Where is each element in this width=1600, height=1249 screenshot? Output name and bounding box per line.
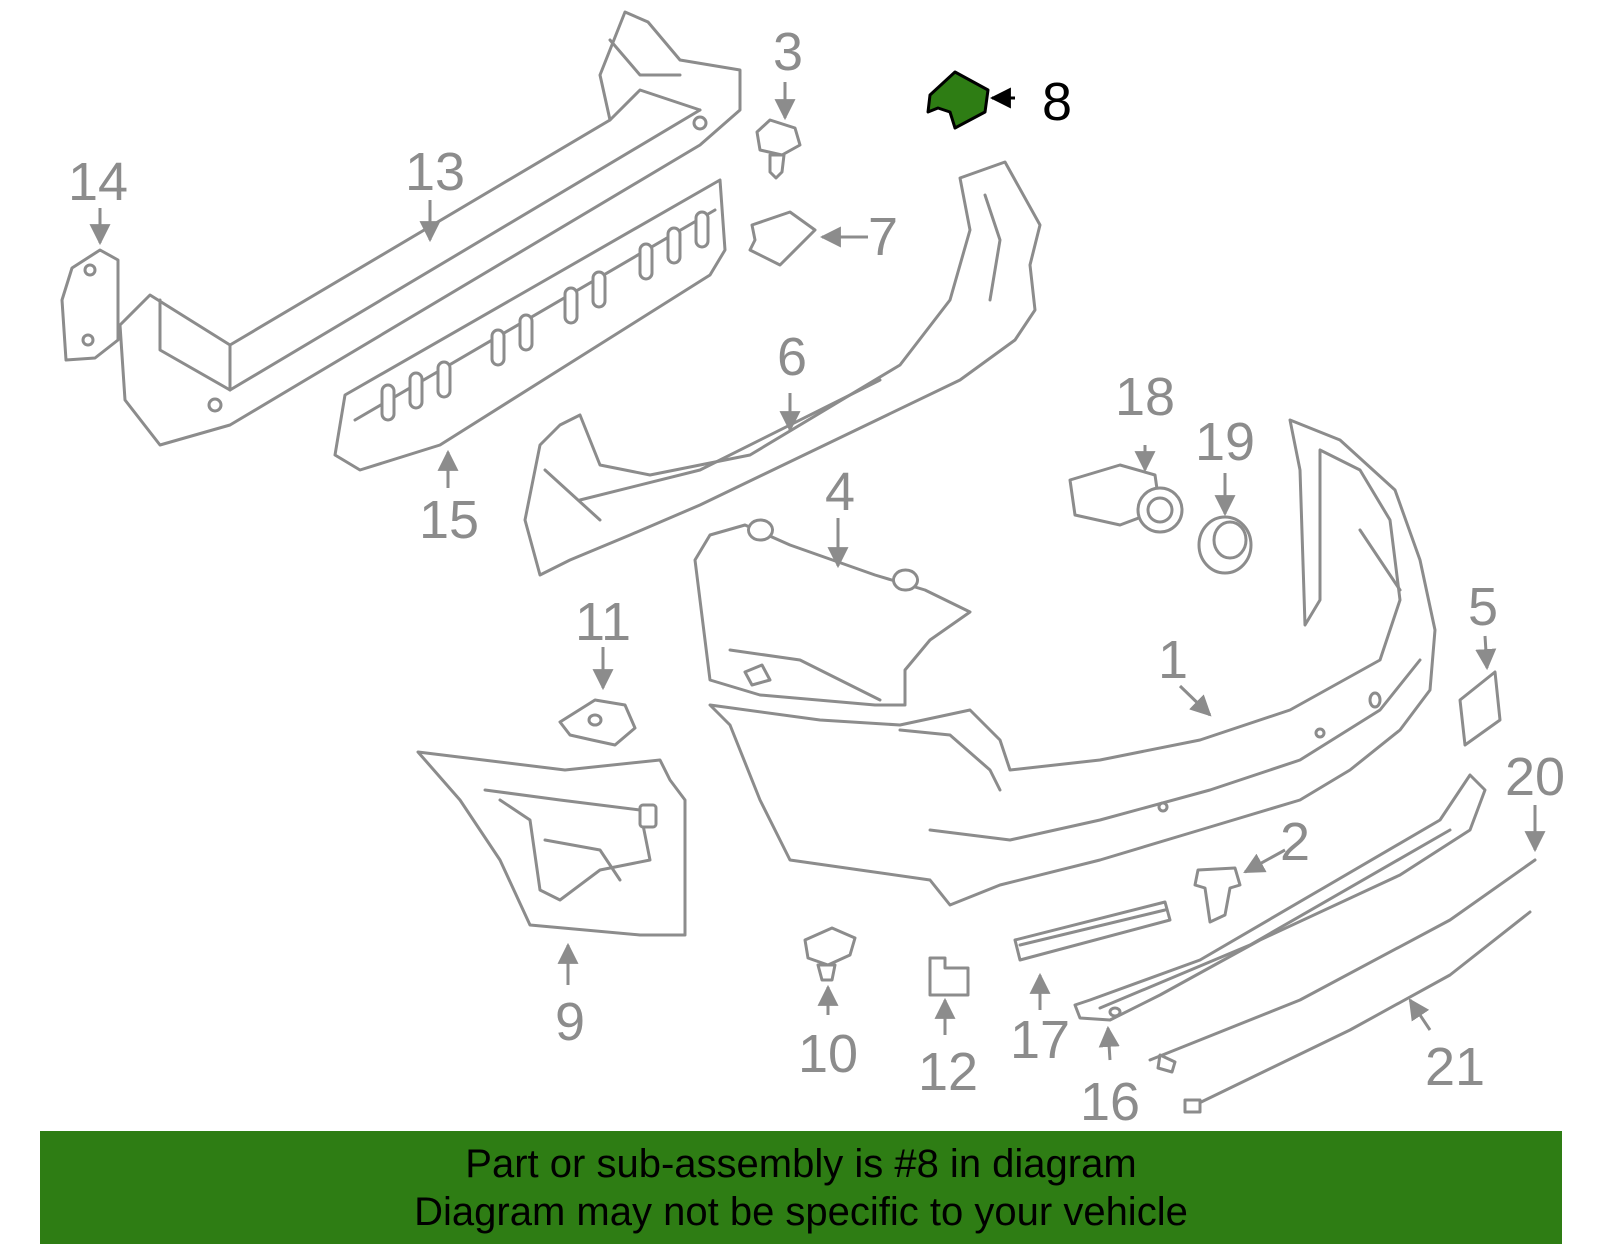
part-17-trim-strip (1013, 900, 1172, 962)
part-1-bumper-cover (708, 418, 1437, 907)
callout-leaders (89, 82, 1546, 1061)
callout-21: 21 (1425, 1037, 1485, 1097)
part-5-reflector (1458, 670, 1502, 747)
callout-18: 18 (1115, 367, 1175, 427)
part-4-bracket (693, 518, 972, 707)
part-10-bolt (803, 926, 857, 982)
callout-10: 10 (798, 1024, 858, 1084)
callout-9: 9 (555, 992, 585, 1052)
callout-11: 11 (575, 592, 631, 652)
part-12-clip (928, 956, 970, 997)
callout-numbers: 14 13 3 7 8 6 15 4 18 19 1 5 11 9 2 10 1… (68, 22, 1565, 1132)
callout-15: 15 (419, 490, 479, 550)
callout-8: 8 (1042, 72, 1072, 132)
part-8-shape (926, 70, 990, 130)
part-21-cable (1183, 910, 1532, 1114)
callout-13: 13 (405, 142, 465, 202)
part-20-cable (1148, 858, 1537, 1074)
callout-5: 5 (1468, 577, 1498, 637)
part-6-guide (523, 160, 1042, 577)
part-18-sensor (1068, 463, 1184, 534)
part-15-absorber (333, 178, 727, 472)
part-16-valance (1073, 773, 1487, 1022)
callout-14: 14 (68, 152, 128, 212)
info-banner: Part or sub-assembly is #8 in diagram Di… (40, 1131, 1562, 1244)
callout-2: 2 (1280, 812, 1310, 872)
callout-12: 12 (918, 1042, 978, 1102)
part-19-grommet (1197, 515, 1253, 575)
part-3-bolt (755, 118, 802, 180)
callout-19: 19 (1195, 412, 1255, 472)
callout-7: 7 (868, 207, 898, 267)
callout-1: 1 (1158, 630, 1188, 690)
part-8-clip-highlighted (926, 70, 990, 130)
callout-16: 16 (1080, 1072, 1140, 1132)
banner-line-1: Part or sub-assembly is #8 in diagram (465, 1141, 1137, 1186)
callout-17: 17 (1010, 1010, 1070, 1070)
part-7-pad (748, 210, 817, 267)
callout-3: 3 (773, 22, 803, 82)
part-2-push-clip (1193, 866, 1242, 924)
banner-line-2: Diagram may not be specific to your vehi… (414, 1189, 1188, 1234)
callout-6: 6 (777, 327, 807, 387)
callout-20: 20 (1505, 747, 1565, 807)
callout-4: 4 (825, 462, 855, 522)
part-14-plate (60, 248, 120, 362)
part-11-clip (558, 698, 637, 747)
part-9-side-bracket (416, 750, 687, 937)
